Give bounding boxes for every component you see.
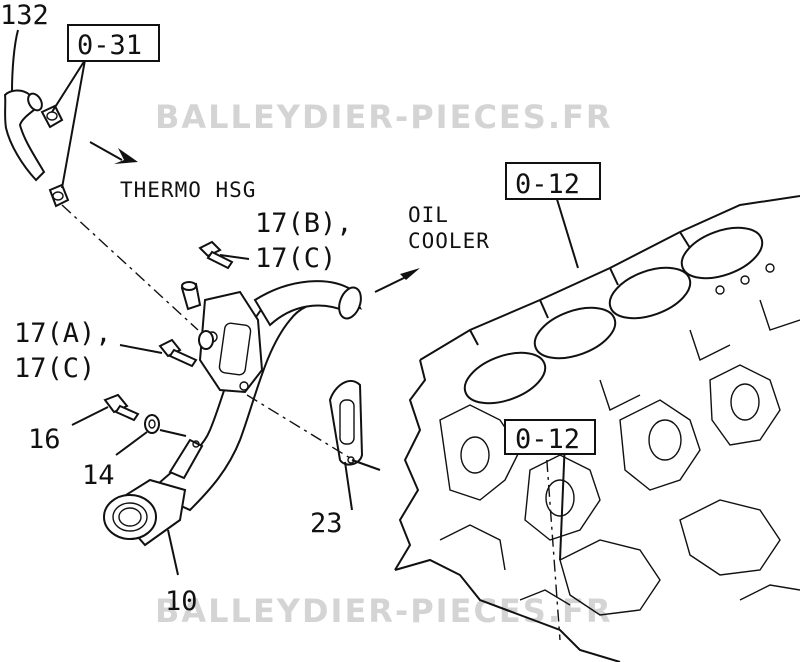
- label-23: 23: [310, 508, 343, 539]
- ref-box-012: [505, 162, 601, 200]
- label-ref-031: 0-31: [77, 30, 142, 61]
- ref-box-012-lower: [504, 419, 596, 455]
- watermark-bottom: BALLEYDIER-PIECES.FR: [155, 592, 612, 630]
- clamp-upper: [40, 104, 64, 129]
- gasket: [328, 380, 364, 466]
- watermark-top: BALLEYDIER-PIECES.FR: [155, 98, 612, 136]
- label-oil: OIL: [408, 203, 449, 227]
- bolt-17b-17c: [198, 240, 234, 270]
- label-17c-top: 17(C): [255, 243, 336, 274]
- bolt-16: [103, 393, 140, 422]
- label-cooler: COOLER: [408, 229, 490, 253]
- label-ref-012-lower: 0-12: [515, 424, 580, 455]
- washer-14: [144, 414, 160, 434]
- cylinder-bore-3: [608, 266, 692, 320]
- bolt-17a-17c: [158, 338, 198, 368]
- label-10: 10: [165, 586, 198, 617]
- clamp-lower: [48, 183, 70, 208]
- cylinder-bore-4: [680, 226, 764, 280]
- label-132: 132: [0, 0, 49, 31]
- cylinder-bore-1: [463, 351, 547, 405]
- label-14: 14: [82, 460, 115, 491]
- ref-box-031: [67, 24, 160, 62]
- label-17b: 17(B),: [255, 208, 353, 239]
- label-16: 16: [28, 424, 61, 455]
- label-thermo-hsg: THERMO HSG: [120, 178, 256, 202]
- water-pipe: [103, 280, 363, 547]
- label-17c-left: 17(C): [14, 353, 95, 384]
- fitting: [198, 330, 214, 350]
- label-17a: 17(A),: [14, 318, 112, 349]
- cylinder-bore-2: [533, 306, 617, 360]
- hose: [3, 89, 46, 182]
- label-ref-012: 0-12: [515, 169, 580, 200]
